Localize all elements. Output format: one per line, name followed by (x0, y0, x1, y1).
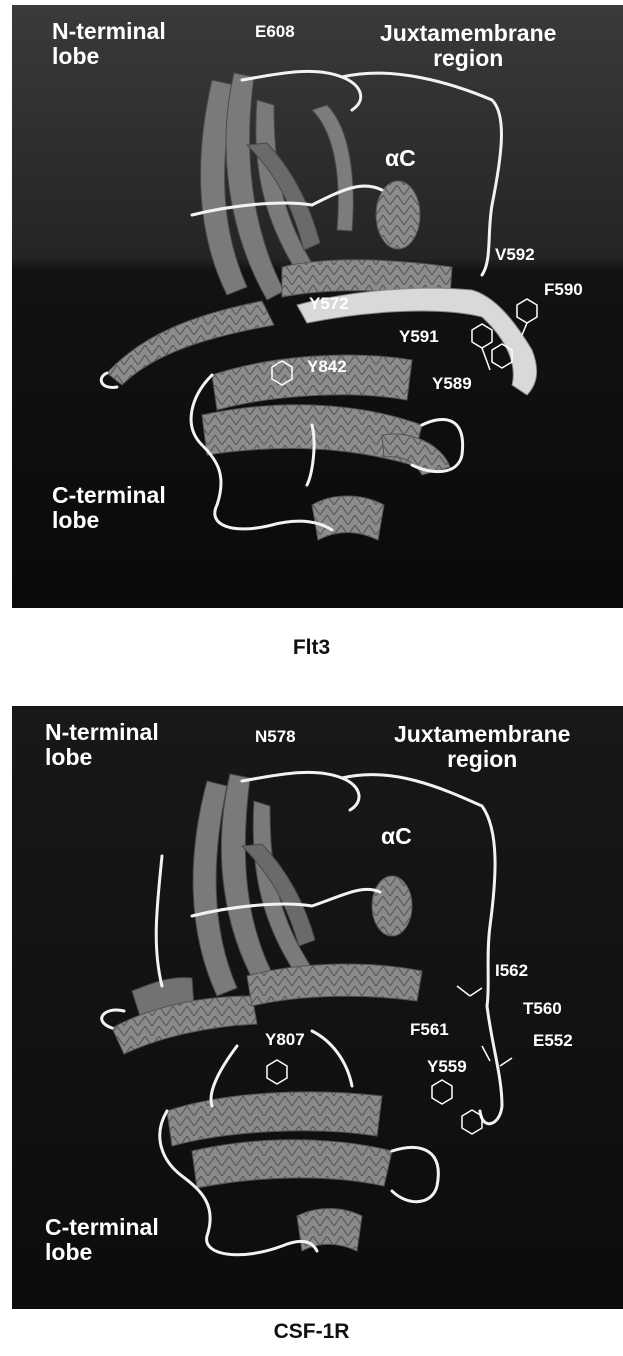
residue-label: T560 (523, 1000, 562, 1018)
residue-label: Y559 (427, 1058, 467, 1076)
csf1r-structure-panel: N-terminallobe Juxtamembraneregion C-ter… (12, 706, 623, 1309)
residue-label: E608 (255, 23, 295, 41)
residue-label: Y572 (309, 295, 349, 313)
figure-caption: Flt3 (0, 636, 623, 660)
residue-label: E552 (533, 1032, 573, 1050)
residue-label: N578 (255, 728, 296, 746)
residue-label: Y589 (432, 375, 472, 393)
juxtamembrane-region-label: Juxtamembraneregion (380, 21, 556, 71)
residue-label: F561 (410, 1021, 449, 1039)
residue-label: I562 (495, 962, 528, 980)
alpha-c-label: αC (385, 146, 416, 171)
figure-caption: CSF-1R (0, 1320, 623, 1344)
c-terminal-lobe-label: C-terminallobe (52, 483, 166, 533)
residue-label: Y591 (399, 328, 439, 346)
n-terminal-lobe-label: N-terminallobe (52, 19, 166, 69)
n-terminal-lobe-label: N-terminallobe (45, 720, 159, 770)
residue-label: F590 (544, 281, 583, 299)
flt3-structure-panel: N-terminallobe Juxtamembraneregion C-ter… (12, 5, 623, 608)
c-terminal-lobe-label: C-terminallobe (45, 1215, 159, 1265)
residue-label: Y842 (307, 358, 347, 376)
alpha-c-label: αC (381, 824, 412, 849)
alpha-c-helix (372, 876, 412, 936)
residue-label: Y807 (265, 1031, 305, 1049)
juxtamembrane-region-label: Juxtamembraneregion (394, 722, 570, 772)
residue-label: V592 (495, 246, 535, 264)
